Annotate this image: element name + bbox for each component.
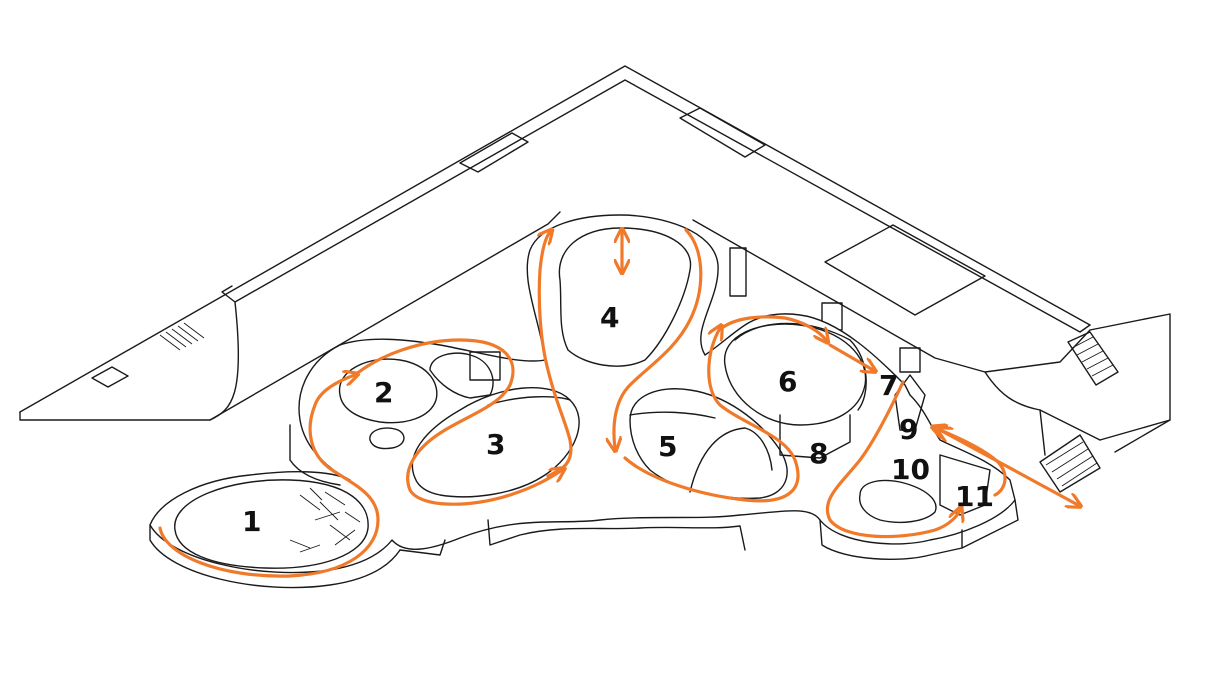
route-3-4 xyxy=(539,232,573,478)
route-6-7 xyxy=(828,343,873,370)
pod-3 xyxy=(411,386,580,498)
route-6-top xyxy=(720,315,826,340)
pod-10 xyxy=(858,479,937,524)
zone-label-3: 3 xyxy=(486,428,505,461)
stair-left xyxy=(159,322,205,351)
vent xyxy=(91,366,129,388)
pod-2-annex xyxy=(429,352,494,399)
zone-label-5: 5 xyxy=(658,430,677,463)
zone-label-2: 2 xyxy=(374,376,393,409)
zone-label-10: 10 xyxy=(891,453,930,486)
pod-2-box xyxy=(469,351,501,381)
route-5-6 xyxy=(623,328,800,503)
zone-label-9: 9 xyxy=(899,413,918,446)
stair-lower xyxy=(1039,434,1101,493)
route-9-exit xyxy=(940,430,1078,505)
pod-1-hatch xyxy=(289,487,361,553)
route-1-2 xyxy=(158,375,380,578)
route-7-11 xyxy=(825,380,960,539)
pod-9-wall xyxy=(894,374,926,431)
skylight xyxy=(679,107,766,158)
zone-labels: 1 2 3 4 5 6 7 8 9 10 11 xyxy=(242,301,994,538)
zone-label-7: 7 xyxy=(879,369,898,402)
pod-4 xyxy=(558,227,692,367)
zone-label-6: 6 xyxy=(778,365,797,398)
roof-panel xyxy=(824,224,986,316)
window xyxy=(899,347,921,373)
zone-label-11: 11 xyxy=(955,480,994,513)
zone-label-1: 1 xyxy=(242,505,261,538)
circulation-routes xyxy=(158,228,1078,578)
door xyxy=(729,247,747,297)
pod-1 xyxy=(174,479,369,569)
skylight xyxy=(459,132,529,173)
stair-upper xyxy=(1067,331,1119,386)
pod-2 xyxy=(338,358,438,424)
route-2-3 xyxy=(353,338,562,506)
route-4-5 xyxy=(614,228,703,448)
zone-label-4: 4 xyxy=(600,301,619,334)
pod-2-rock xyxy=(369,427,405,450)
pod-5 xyxy=(629,388,788,499)
zone-label-8: 8 xyxy=(809,437,828,470)
